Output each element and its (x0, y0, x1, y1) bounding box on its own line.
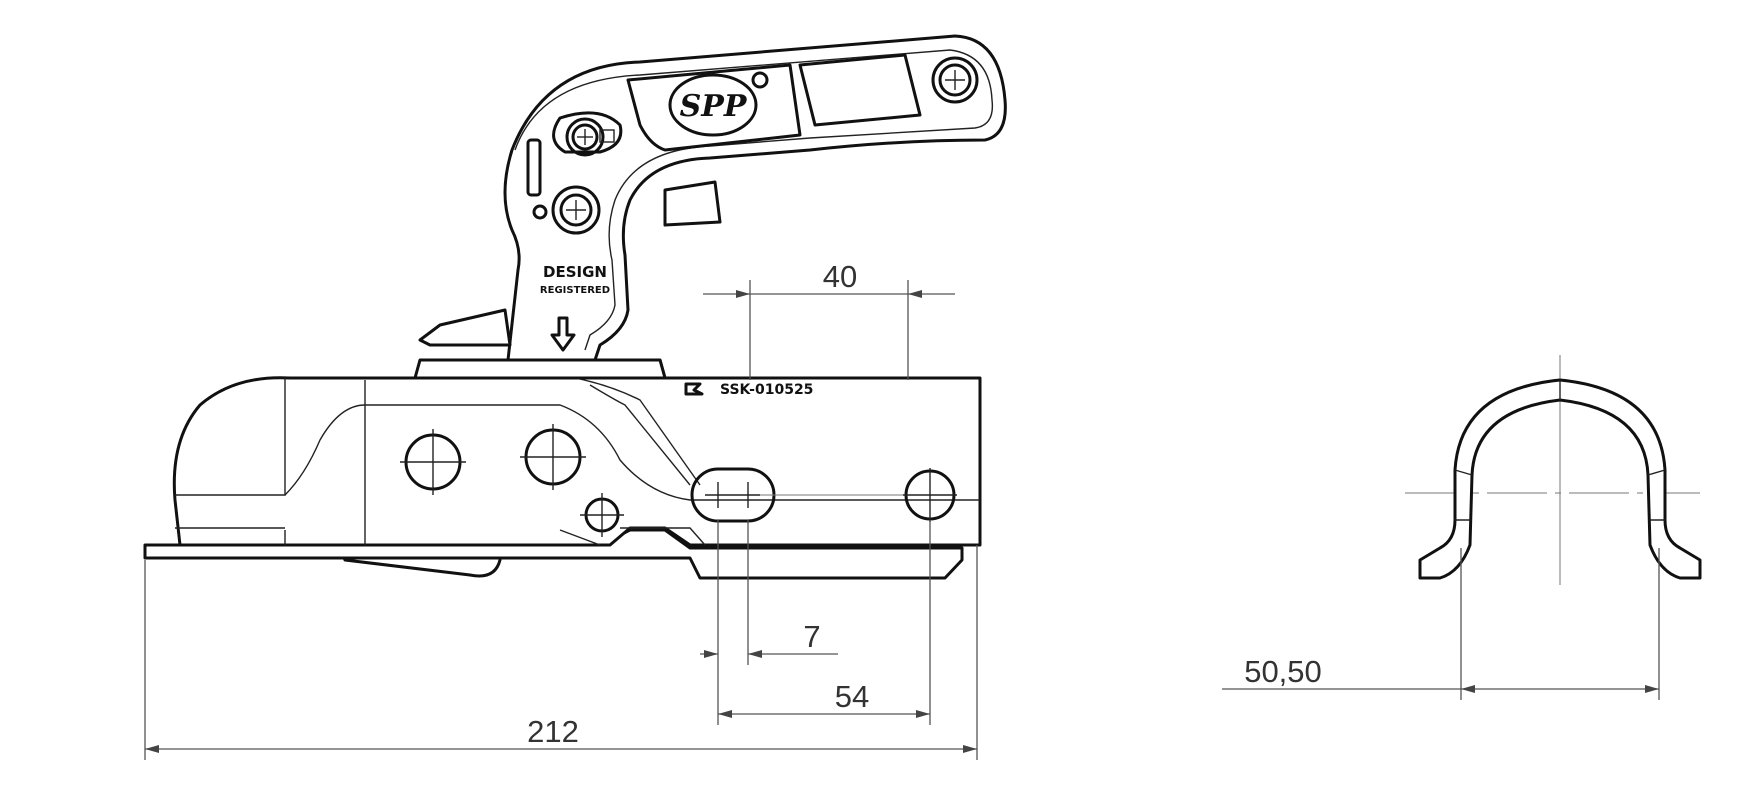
dimension-54-label: 54 (835, 679, 869, 714)
hole-4 (903, 468, 957, 522)
handle-lever (503, 34, 1007, 362)
indicator-slot (526, 138, 542, 197)
hole-2 (520, 424, 586, 490)
body-contour-line (284, 404, 980, 501)
dimension-50-50: 50,50 (1222, 548, 1660, 700)
mark-icon (684, 382, 704, 396)
u-profile (1418, 378, 1702, 580)
logo-panel (626, 63, 802, 152)
lower-bolt-icon (551, 185, 601, 235)
upper-bolt-icon (552, 111, 623, 157)
cross-section-view (1405, 355, 1702, 585)
down-arrow-icon (550, 316, 576, 352)
dimension-7: 7 (700, 520, 838, 665)
coupling-side-view: SPP (143, 34, 1007, 580)
design-stamp: DESIGN (543, 263, 607, 281)
hole-1 (400, 429, 466, 495)
top-plate (413, 358, 667, 380)
dimension-40-label: 40 (823, 259, 857, 294)
pivot-bolt-icon (931, 56, 979, 104)
spp-logo (668, 73, 758, 137)
dimension-50-50-label: 50,50 (1244, 654, 1322, 689)
body-housing (172, 358, 982, 547)
dimension-40: 40 (703, 259, 955, 380)
dimension-7-label: 7 (803, 619, 820, 654)
registered-stamp: REGISTERED (540, 285, 610, 296)
logo-text: SPP (680, 89, 748, 124)
hole-3 (580, 493, 624, 537)
dimension-54: 54 (717, 520, 931, 725)
dimension-212: 212 (144, 545, 978, 760)
release-tab (663, 180, 722, 227)
latch-tongue (418, 308, 512, 347)
small-rivet-icon (532, 204, 548, 220)
handle-panel (798, 53, 922, 127)
dimension-212-label: 212 (527, 714, 579, 749)
serial-stamp: SSK-010525 (720, 382, 813, 398)
